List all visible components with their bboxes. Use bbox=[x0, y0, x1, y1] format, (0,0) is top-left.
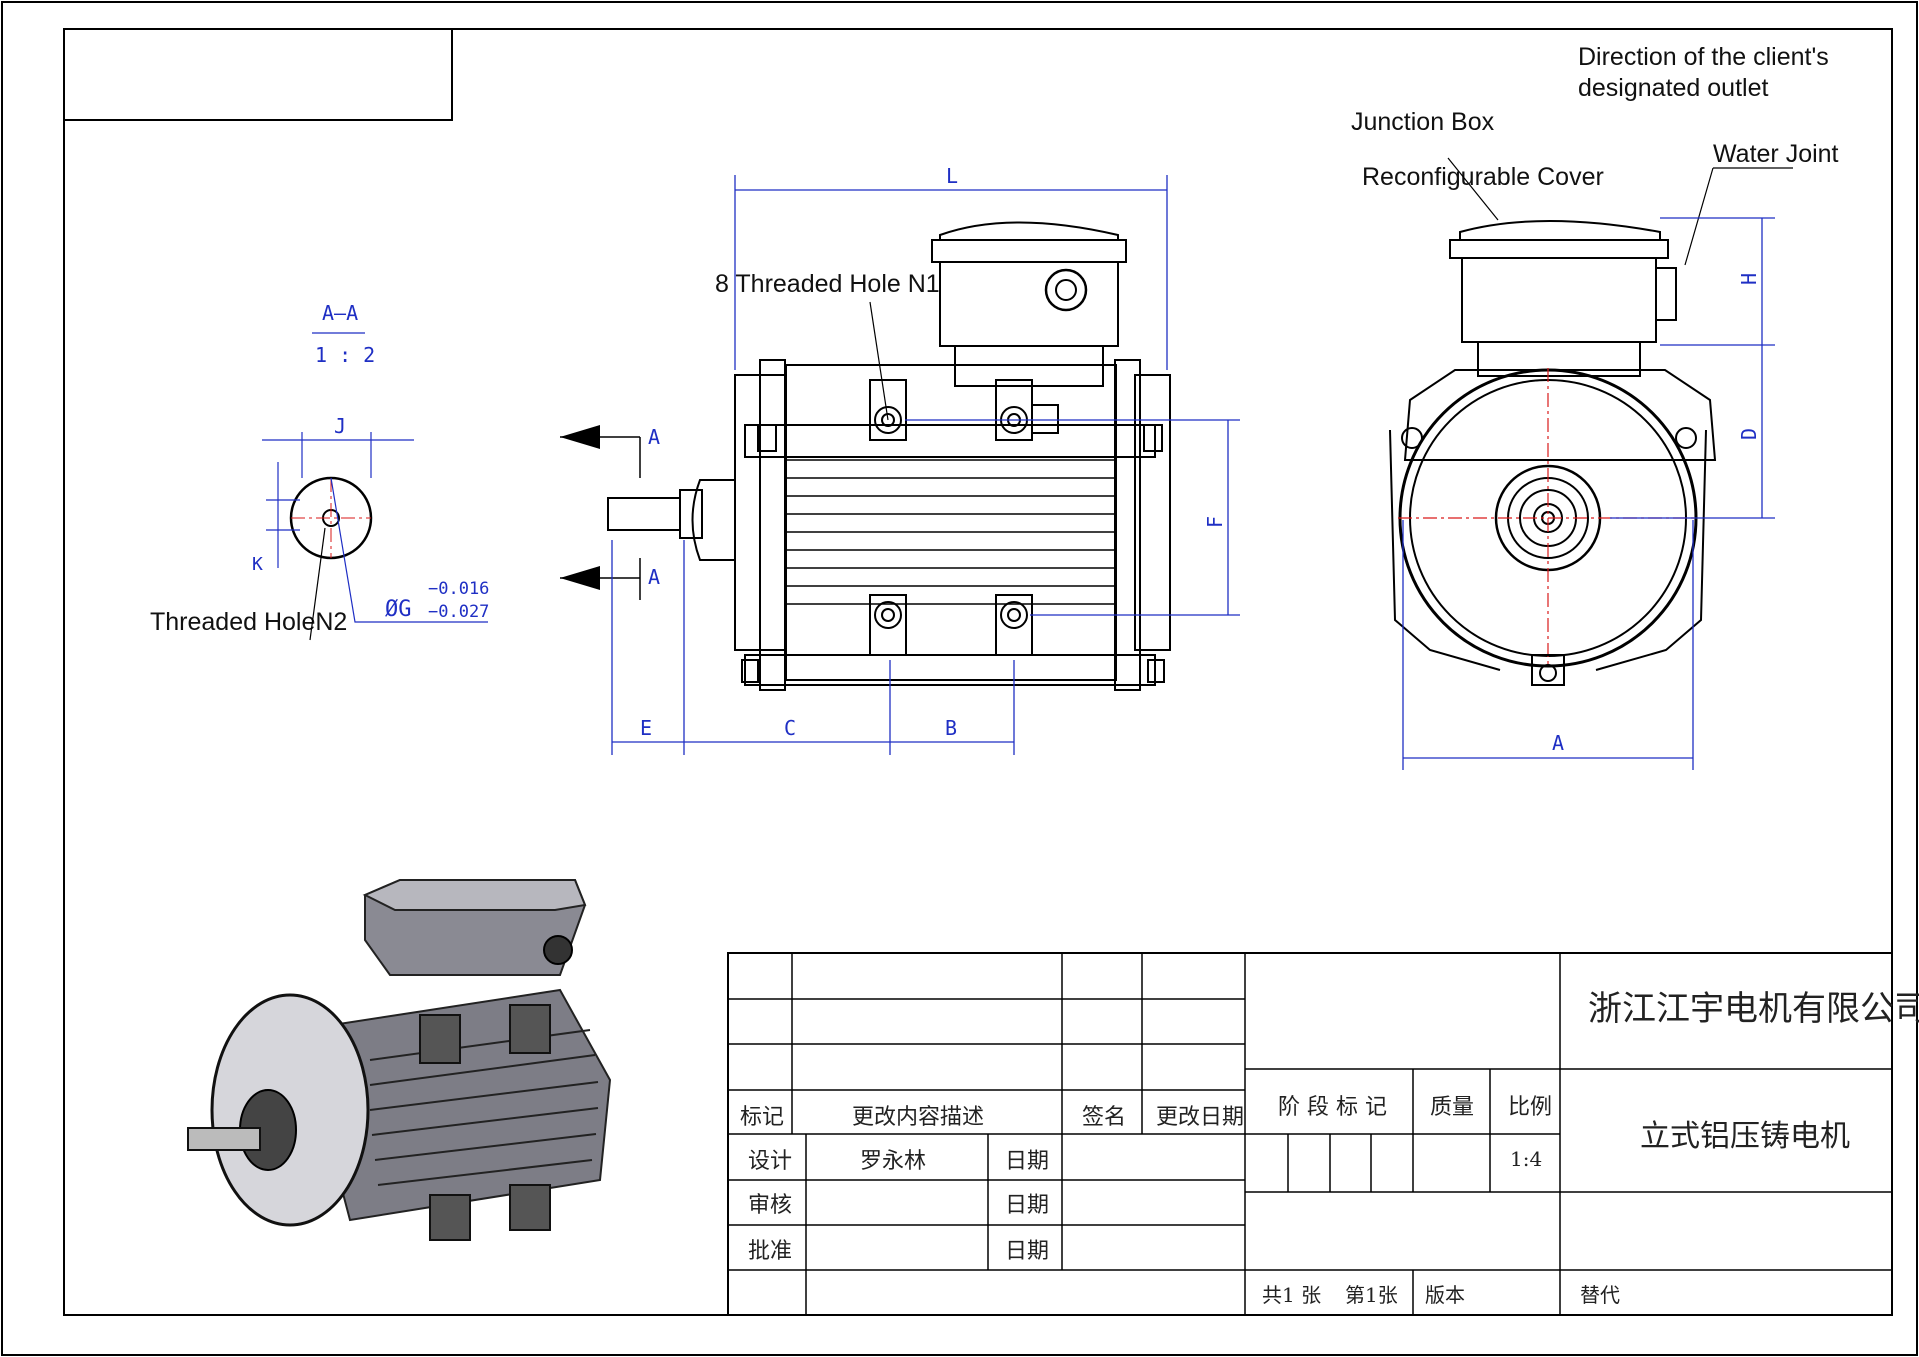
water-joint bbox=[1655, 267, 1677, 321]
outlet-direction-label-2: designated outlet bbox=[1578, 74, 1768, 102]
title-block: 浙江江宇电机有限公司 立式铝压铸电机 标记 更改内容描述 签名 更改日期 阶 段… bbox=[727, 952, 1919, 1316]
dim-l: L bbox=[946, 164, 958, 188]
tb-approve: 批准 bbox=[748, 1239, 792, 1264]
tb-ratio-value: 1:4 bbox=[1510, 1147, 1542, 1171]
front-view-dimensions: L E C B F bbox=[611, 164, 1240, 755]
side-junction-box-lid bbox=[1459, 220, 1661, 241]
tb-designer: 罗永林 bbox=[860, 1149, 926, 1174]
shaft bbox=[607, 497, 681, 531]
threaded-hole-n2-label: Threaded HoleN2 bbox=[150, 608, 347, 636]
junction-box-label: Junction Box bbox=[1351, 108, 1495, 136]
dim-h: H bbox=[1737, 273, 1761, 285]
section-name: A—A bbox=[322, 301, 358, 325]
tb-date-3: 日期 bbox=[1005, 1239, 1049, 1264]
tb-version: 版本 bbox=[1425, 1283, 1465, 1307]
tb-sheets: 共1 张 bbox=[1262, 1283, 1321, 1307]
dim-a: A bbox=[1552, 731, 1564, 755]
section-cut-arrows: A A bbox=[560, 425, 660, 600]
dim-j: J bbox=[334, 414, 346, 438]
reconfigurable-cover-label: Reconfigurable Cover bbox=[1362, 163, 1604, 191]
tb-date-2: 日期 bbox=[1005, 1193, 1049, 1218]
tb-mark: 标记 bbox=[740, 1105, 784, 1130]
rear-endshield bbox=[1134, 374, 1171, 651]
section-arrow-a-top: A bbox=[648, 425, 660, 449]
section-view-a-a: A—A 1 : 2 J K ØG −0.016 −0.027 Threaded … bbox=[150, 301, 489, 641]
section-scale: 1 : 2 bbox=[315, 343, 375, 367]
company-name: 浙江江宇电机有限公司 bbox=[1588, 989, 1919, 1029]
side-view-motor bbox=[1389, 220, 1717, 686]
dim-b: B bbox=[945, 716, 957, 740]
bearing-cap bbox=[691, 479, 736, 561]
tb-date-1: 日期 bbox=[1005, 1149, 1049, 1174]
dim-k: K bbox=[252, 554, 263, 575]
tb-design: 设计 bbox=[748, 1149, 792, 1174]
iso-cable-gland bbox=[543, 935, 573, 965]
tb-ratio: 比例 bbox=[1508, 1095, 1552, 1120]
iso-shaft bbox=[187, 1127, 261, 1151]
dim-f: F bbox=[1203, 516, 1227, 528]
side-junction-box bbox=[1461, 257, 1657, 343]
tb-signature: 签名 bbox=[1082, 1105, 1126, 1130]
tolerance-lower: −0.027 bbox=[428, 602, 489, 622]
section-arrow-a-bottom: A bbox=[648, 565, 660, 589]
corner-box bbox=[63, 28, 453, 121]
water-joint-label: Water Joint bbox=[1713, 140, 1839, 168]
tb-replace: 替代 bbox=[1580, 1283, 1620, 1307]
tb-change-date: 更改日期 bbox=[1156, 1105, 1244, 1130]
side-view-dimensions: H D A bbox=[1402, 217, 1775, 770]
threaded-hole-n1-label: 8 Threaded Hole N1 bbox=[715, 270, 940, 298]
dim-d: D bbox=[1737, 428, 1761, 440]
product-name: 立式铝压铸电机 bbox=[1640, 1119, 1850, 1154]
outlet-direction-label-1: Direction of the client's bbox=[1578, 43, 1829, 71]
dim-e: E bbox=[640, 716, 652, 740]
motor-frame bbox=[785, 364, 1117, 681]
cooling-fins bbox=[786, 459, 1116, 605]
dim-c: C bbox=[784, 716, 796, 740]
front-view-motor: 8 Threaded Hole N1 bbox=[607, 221, 1171, 691]
junction-box-lid bbox=[939, 221, 1119, 241]
cover-leader bbox=[1447, 157, 1499, 221]
tb-stage-mark: 阶 段 标 记 bbox=[1278, 1095, 1387, 1120]
tb-sheet-no: 第1张 bbox=[1345, 1283, 1398, 1307]
tolerance-upper: −0.016 bbox=[428, 579, 489, 599]
tb-weight: 质量 bbox=[1430, 1095, 1474, 1120]
cable-gland bbox=[1044, 268, 1088, 312]
tb-review: 审核 bbox=[748, 1193, 792, 1218]
dim-g: ØG bbox=[385, 597, 412, 622]
water-joint-leader bbox=[1684, 167, 1793, 266]
tb-change-desc: 更改内容描述 bbox=[852, 1105, 984, 1130]
mounting-lugs bbox=[741, 379, 1165, 683]
side-fins-outline bbox=[1389, 429, 1707, 671]
isometric-motor-view bbox=[187, 879, 612, 1241]
junction-box bbox=[939, 261, 1119, 347]
